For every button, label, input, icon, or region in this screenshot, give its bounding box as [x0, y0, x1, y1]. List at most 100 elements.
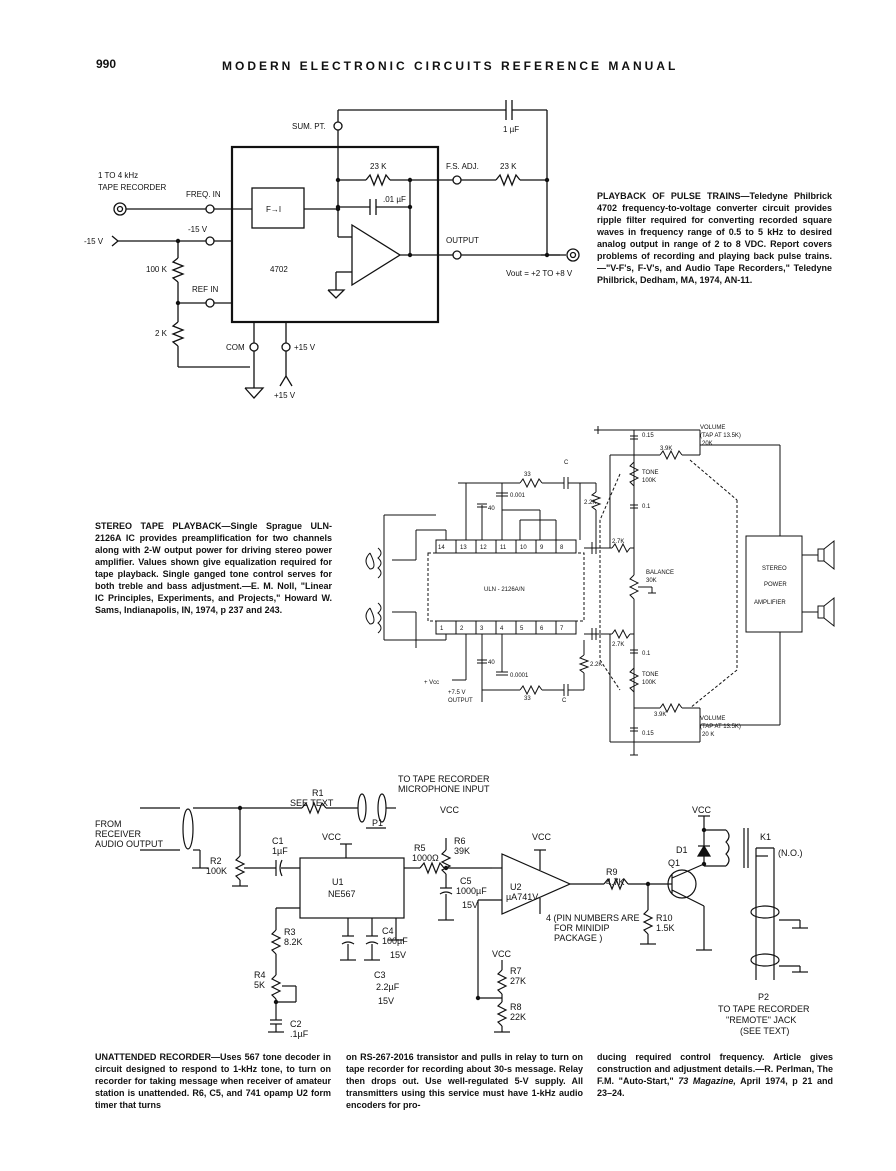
fig1-label-ref-in: REF IN: [192, 285, 218, 294]
fig2-label-r22a: 2.2K: [584, 500, 596, 506]
fig3-label-r5v: 1000Ω: [412, 853, 439, 863]
fig1-caption-lead: PLAYBACK OF PULSE TRAINS: [597, 191, 741, 201]
fig1-label-100k: 100 K: [146, 265, 168, 274]
fig3-label-vcc4: VCC: [492, 949, 512, 959]
fig3-label-c5v: 1000µF: [456, 886, 487, 896]
fig3-caption-col2: on RS-267-2016 transistor and pulls in r…: [346, 1051, 583, 1111]
fig3-label-p2: P2: [758, 992, 769, 1002]
fig2-top-pin-13: 13: [460, 545, 467, 551]
fig3-label-c1v: 1µF: [272, 846, 288, 856]
fig2-label-volume-b2: (TAP AT 13.5K): [700, 724, 741, 730]
fig2-label-balance: BALANCE: [646, 570, 674, 576]
fig2-label-balance2: 30K: [646, 578, 657, 584]
fig2-top-pin-11: 11: [500, 545, 507, 551]
fig2-label-amp3: AMPLIFIER: [754, 600, 786, 606]
fig1-label-input: 1 TO 4 kHz: [98, 171, 138, 180]
fig2-caption-body: —Single Sprague ULN-2126A IC provides pr…: [95, 521, 332, 615]
fig3-label-c4v: 100µF: [382, 936, 408, 946]
page-number: 990: [96, 57, 117, 71]
fig3-label-r4v: 5K: [254, 980, 265, 990]
fig2-label-r27b: 2.7K: [612, 642, 624, 648]
fig2-label-vcc: + Vcc: [424, 680, 439, 686]
fig1-label-fs-adj: F.S. ADJ.: [446, 162, 479, 171]
fig2-bottom-pin-1: 1: [440, 626, 444, 632]
fig2-chip-label: ULN - 2126A/N: [484, 587, 525, 593]
fig3-label-see-text: SEE TEXT: [290, 798, 334, 808]
fig2-label-tone-b2: 100K: [642, 680, 656, 686]
fig1-label-f-to-i: F→I: [266, 205, 281, 214]
fig3-label-audio-out: AUDIO OUTPUT: [95, 839, 164, 849]
fig1-label-01uf: .01 µF: [383, 195, 406, 204]
running-header: MODERN ELECTRONIC CIRCUITS REFERENCE MAN…: [222, 59, 679, 73]
fig2-bottom-pin-7: 7: [560, 626, 564, 632]
fig1-caption-body: —Teledyne Philbrick 4702 frequency-to-vo…: [597, 191, 832, 285]
fig3-label-r7v: 27K: [510, 976, 526, 986]
fig2-top-pin-8: 8: [560, 545, 564, 551]
fig3-caption-lead: UNATTENDED RECORDER: [95, 1052, 211, 1062]
fig3-caption-col1: UNATTENDED RECORDER—Uses 567 tone decode…: [95, 1051, 331, 1111]
fig3-caption-body2: on RS-267-2016 transistor and pulls in r…: [346, 1052, 583, 1110]
fig2-label-r27a: 2.7K: [612, 539, 624, 545]
fig3-label-k1: K1: [760, 832, 771, 842]
fig2-top-pin-9: 9: [540, 545, 544, 551]
fig2-label-c015a: 0.15: [642, 433, 654, 439]
fig2-label-c0001a: 0.001: [510, 493, 526, 499]
fig3-label-u2v: µA741V: [506, 892, 538, 902]
fig3-label-c2: C2: [290, 1019, 302, 1029]
fig1-label-output: OUTPUT: [446, 236, 479, 245]
fig3-label-c4v2: 15V: [390, 950, 406, 960]
fig3-label-vcc3: VCC: [532, 832, 552, 842]
fig3-label-p2a: TO TAPE RECORDER: [718, 1004, 810, 1014]
fig2-label-ca: C: [564, 460, 569, 466]
fig3-label-r3: R3: [284, 927, 296, 937]
fig3-label-u1v: NE567: [328, 889, 356, 899]
fig3-label-c3v: 2.2µF: [376, 982, 400, 992]
fig3-caption-magazine: 73 Magazine,: [678, 1076, 736, 1086]
fig3-label-pin-note1: 4 (PIN NUMBERS ARE: [546, 913, 640, 923]
schematic-pulse-train-playback: 1 TO 4 kHz TAPE RECORDER FREQ. IN -15 V …: [84, 100, 580, 400]
fig2-label-r33b: 33: [524, 696, 531, 702]
fig3-label-p2b: "REMOTE" JACK: [726, 1015, 796, 1025]
fig2-label-tone-a2: 100K: [642, 478, 656, 484]
fig3-label-from: FROM: [95, 819, 122, 829]
fig2-label-tone-a: TONE: [642, 470, 659, 476]
fig3-label-pin-note3: PACKAGE ): [554, 933, 602, 943]
fig1-label-com: COM: [226, 343, 245, 352]
fig3-label-r4: R4: [254, 970, 266, 980]
fig2-label-c40a: 40: [488, 506, 495, 512]
fig3-label-pin-note2: FOR MINIDIP: [554, 923, 610, 933]
fig3-label-u1: U1: [332, 877, 344, 887]
fig3-label-c3v2: 15V: [378, 996, 394, 1006]
fig1-label-sum-pt: SUM. PT.: [292, 122, 326, 131]
fig1-label-pos15b: +15 V: [274, 391, 296, 400]
fig2-label-r22b: 2.2K: [590, 662, 602, 668]
fig3-label-r8v: 22K: [510, 1012, 526, 1022]
fig3-label-d1: D1: [676, 845, 688, 855]
fig2-caption: STEREO TAPE PLAYBACK—Single Sprague ULN-…: [95, 520, 332, 616]
fig2-label-r39a: 3.9K: [660, 446, 672, 452]
fig3-label-r5: R5: [414, 843, 426, 853]
fig2-label-amp1: STEREO: [762, 566, 787, 572]
fig3-label-c4: C4: [382, 926, 394, 936]
fig3-label-r6v: 39K: [454, 846, 470, 856]
fig2-label-c01b: 0.1: [642, 651, 651, 657]
fig3-label-q1: Q1: [668, 858, 680, 868]
fig1-label-2k: 2 K: [155, 329, 168, 338]
fig3-label-vcc1: VCC: [440, 805, 460, 815]
fig1-label-input2: TAPE RECORDER: [98, 183, 167, 192]
fig3-label-p2c: (SEE TEXT): [740, 1026, 789, 1036]
fig3-label-c5v2: 15V: [462, 900, 478, 910]
fig2-label-c015b: 0.15: [642, 731, 654, 737]
fig1-label-23k-a: 23 K: [370, 162, 387, 171]
fig3-label-receiver: RECEIVER: [95, 829, 142, 839]
fig3-caption-col3: ducing required control frequency. Artic…: [597, 1051, 833, 1099]
fig3-label-r3v: 8.2K: [284, 937, 303, 947]
fig3-label-to-tape: TO TAPE RECORDER: [398, 774, 490, 784]
fig2-label-c01a: 0.1: [642, 504, 651, 510]
fig1-label-pos15a: +15 V: [294, 343, 316, 352]
fig2-label-output: OUTPUT: [448, 698, 473, 704]
fig2-label-volume-b1: VOLUME: [700, 716, 725, 722]
fig3-label-vcc5: VCC: [692, 805, 712, 815]
